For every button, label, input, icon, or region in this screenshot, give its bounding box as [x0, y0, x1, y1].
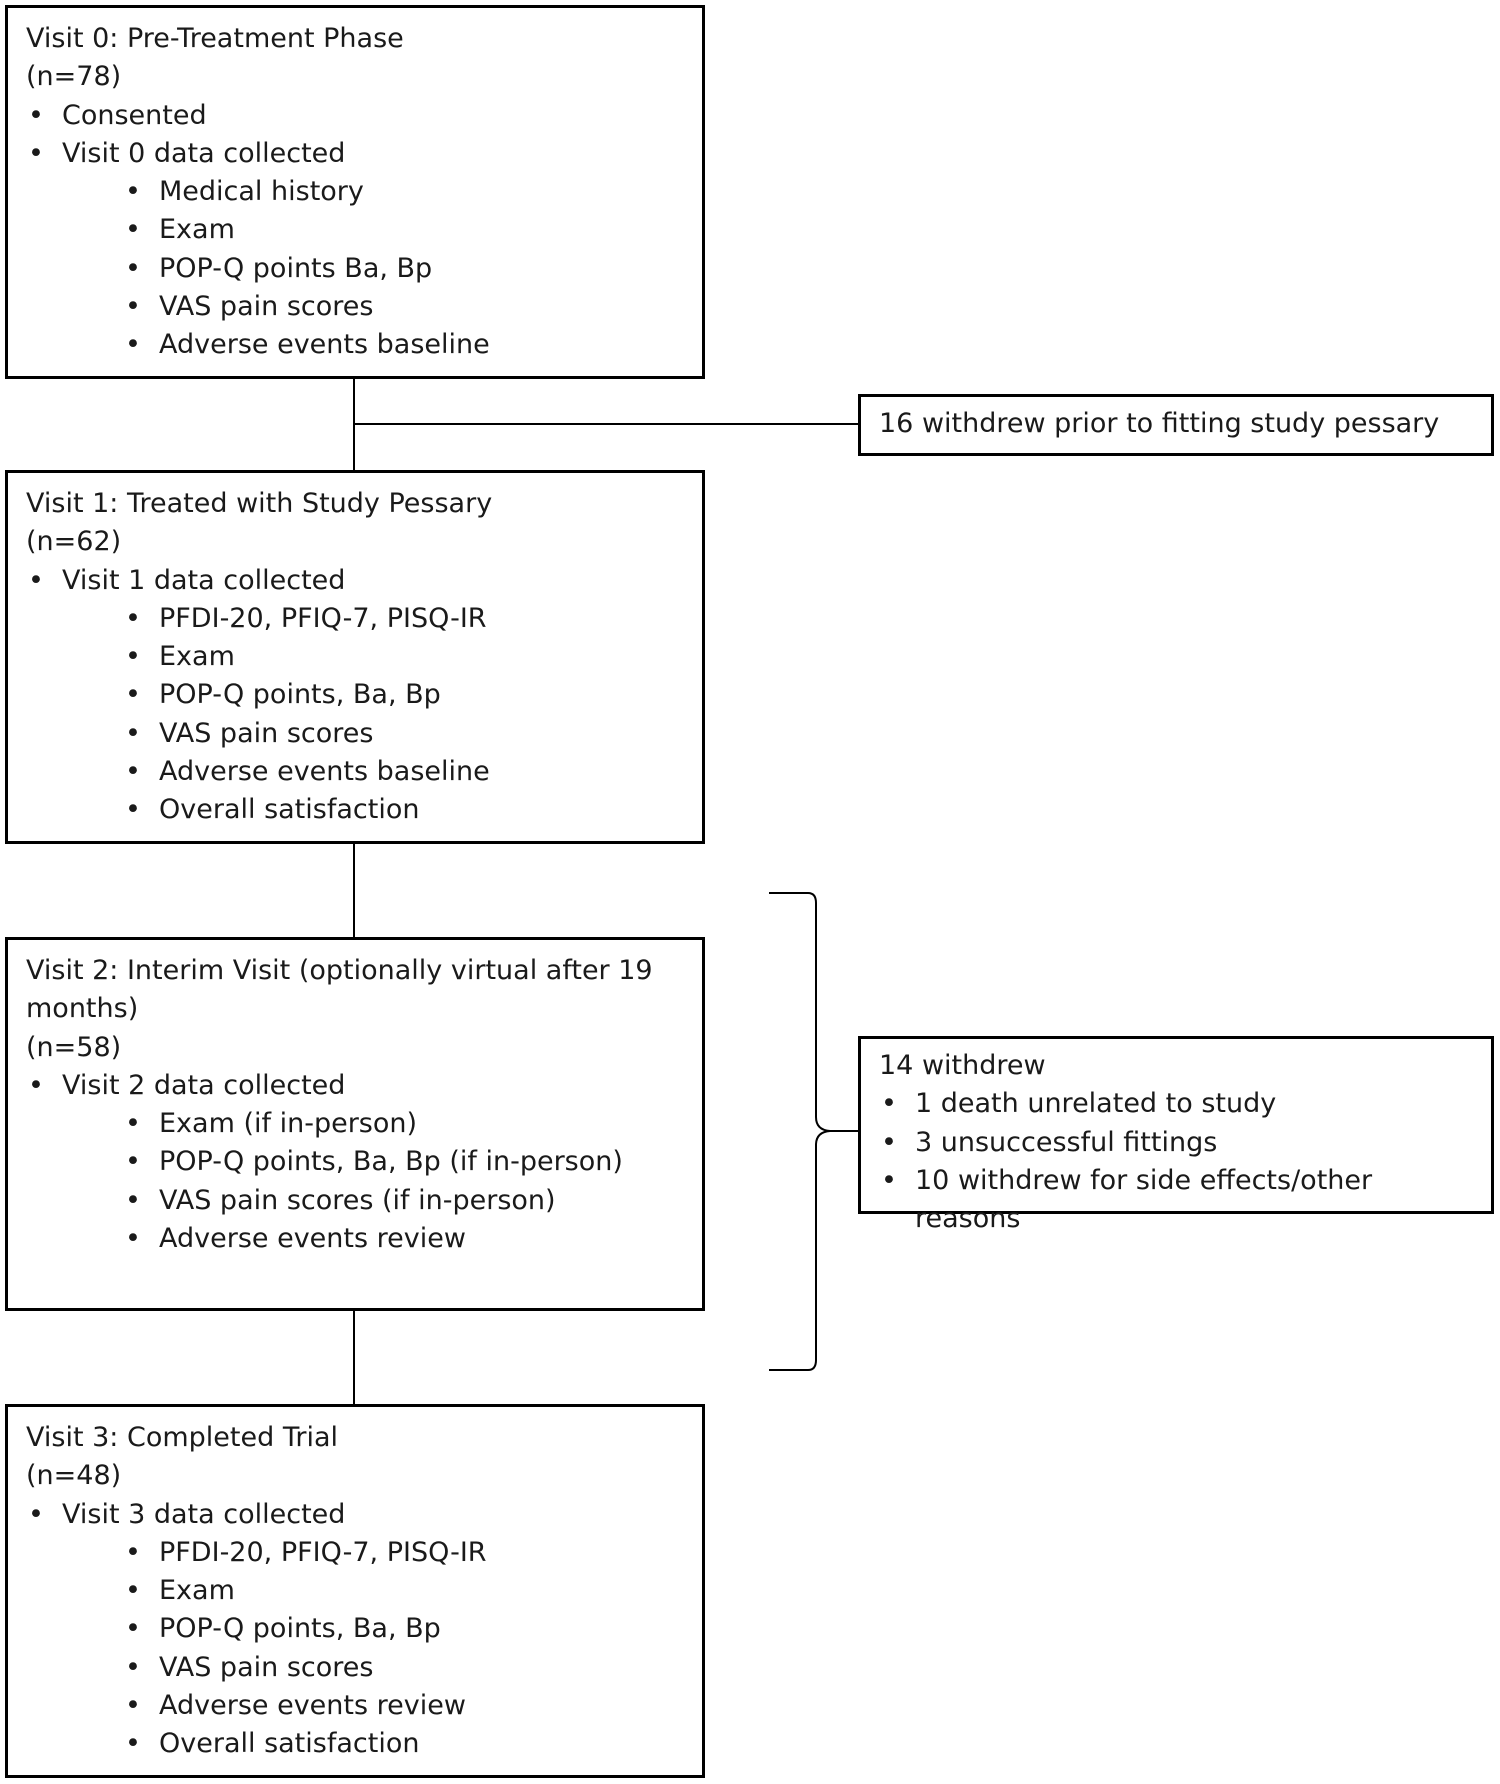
visit-3-box: Visit 3: Completed Trial (n=48) Visit 3 …: [5, 1404, 705, 1778]
list-item: VAS pain scores (if in-person): [26, 1182, 684, 1221]
list-item: Visit 3 data collected: [26, 1496, 684, 1535]
list-item: Exam: [26, 1572, 684, 1611]
connector-v1-v2: [353, 843, 355, 939]
visit-3-title: Visit 3: Completed Trial: [26, 1422, 338, 1453]
list-item: VAS pain scores: [26, 715, 684, 754]
visit-1-box: Visit 1: Treated with Study Pessary (n=6…: [5, 470, 705, 844]
list-item: Exam (if in-person): [26, 1105, 684, 1144]
visit-1-title: Visit 1: Treated with Study Pessary: [26, 488, 493, 519]
connector-to-withdrawal-1: [353, 423, 858, 425]
list-item: Consented: [26, 97, 684, 136]
list-item: Adverse events review: [26, 1220, 684, 1259]
list-item: POP-Q points, Ba, Bp (if in-person): [26, 1143, 684, 1182]
list-item: PFDI-20, PFIQ-7, PISQ-IR: [26, 600, 684, 639]
list-item: 10 withdrew for side effects/other reaso…: [879, 1162, 1473, 1239]
withdrawal-1-box: 16 withdrew prior to fitting study pessa…: [858, 394, 1494, 456]
withdrawal-2-box: 14 withdrew 1 death unrelated to study 3…: [858, 1036, 1494, 1234]
list-item: Medical history: [26, 173, 684, 212]
list-item: Visit 0 data collected: [26, 135, 684, 174]
visit-3-count: (n=48): [26, 1460, 122, 1492]
list-item: POP-Q points, Ba, Bp: [26, 1610, 684, 1649]
list-item: VAS pain scores: [26, 288, 684, 327]
list-item: PFDI-20, PFIQ-7, PISQ-IR: [26, 1534, 684, 1573]
list-item: POP-Q points, Ba, Bp: [26, 676, 684, 715]
list-item: POP-Q points Ba, Bp: [26, 250, 684, 289]
list-item: Exam: [26, 638, 684, 677]
list-item: 1 death unrelated to study: [879, 1085, 1473, 1124]
visit-2-count: (n=58): [26, 1031, 122, 1063]
list-item: Overall satisfaction: [26, 791, 684, 830]
visit-1-count: (n=62): [26, 526, 122, 558]
list-item: Exam: [26, 211, 684, 250]
connector-v2-v3: [353, 1309, 355, 1405]
list-item: Visit 2 data collected: [26, 1067, 684, 1106]
list-item: Adverse events baseline: [26, 753, 684, 792]
list-item: Adverse events review: [26, 1687, 684, 1726]
list-item: Visit 1 data collected: [26, 562, 684, 601]
withdrawal-2-title: 14 withdrew: [879, 1050, 1046, 1081]
list-item: Overall satisfaction: [26, 1725, 684, 1764]
list-item: 3 unsuccessful fittings: [879, 1124, 1473, 1163]
list-item: Adverse events baseline: [26, 326, 684, 365]
visit-2-title: Visit 2: Interim Visit (optionally virtu…: [26, 955, 653, 986]
visit-0-count: (n=78): [26, 61, 122, 93]
visit-2-title-cont: months): [26, 993, 139, 1025]
visit-0-title: Visit 0: Pre-Treatment Phase: [26, 23, 404, 54]
visit-0-box: Visit 0: Pre-Treatment Phase (n=78) Cons…: [5, 5, 705, 379]
withdrawal-1-text: 16 withdrew prior to fitting study pessa…: [879, 408, 1440, 439]
visit-2-box: Visit 2: Interim Visit (optionally virtu…: [5, 937, 705, 1311]
list-item: VAS pain scores: [26, 1649, 684, 1688]
